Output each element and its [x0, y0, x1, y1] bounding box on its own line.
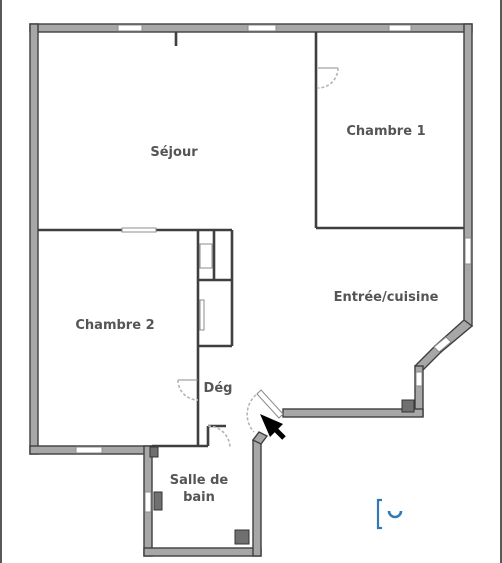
radiator-bathroom — [153, 491, 163, 511]
room-label-chambre2: Chambre 2 — [75, 318, 155, 333]
brand-logo-icon — [376, 498, 403, 530]
room-label-chambre1: Chambre 1 — [346, 124, 426, 139]
room-label-sejour: Séjour — [150, 145, 198, 160]
doors — [177, 67, 339, 449]
fixture-bathroom-top — [149, 446, 159, 458]
windows — [75, 24, 472, 513]
shaft-entree — [401, 399, 415, 413]
room-label-sdb: Salle de bain — [169, 473, 229, 505]
shaft-bathroom — [234, 529, 250, 545]
room-label-deg: Dég — [203, 381, 233, 396]
entrance-arrow-icon — [260, 414, 286, 440]
fixtures — [149, 399, 415, 545]
interior-walls — [38, 32, 464, 448]
room-label-entree: Entrée/cuisine — [333, 290, 439, 305]
